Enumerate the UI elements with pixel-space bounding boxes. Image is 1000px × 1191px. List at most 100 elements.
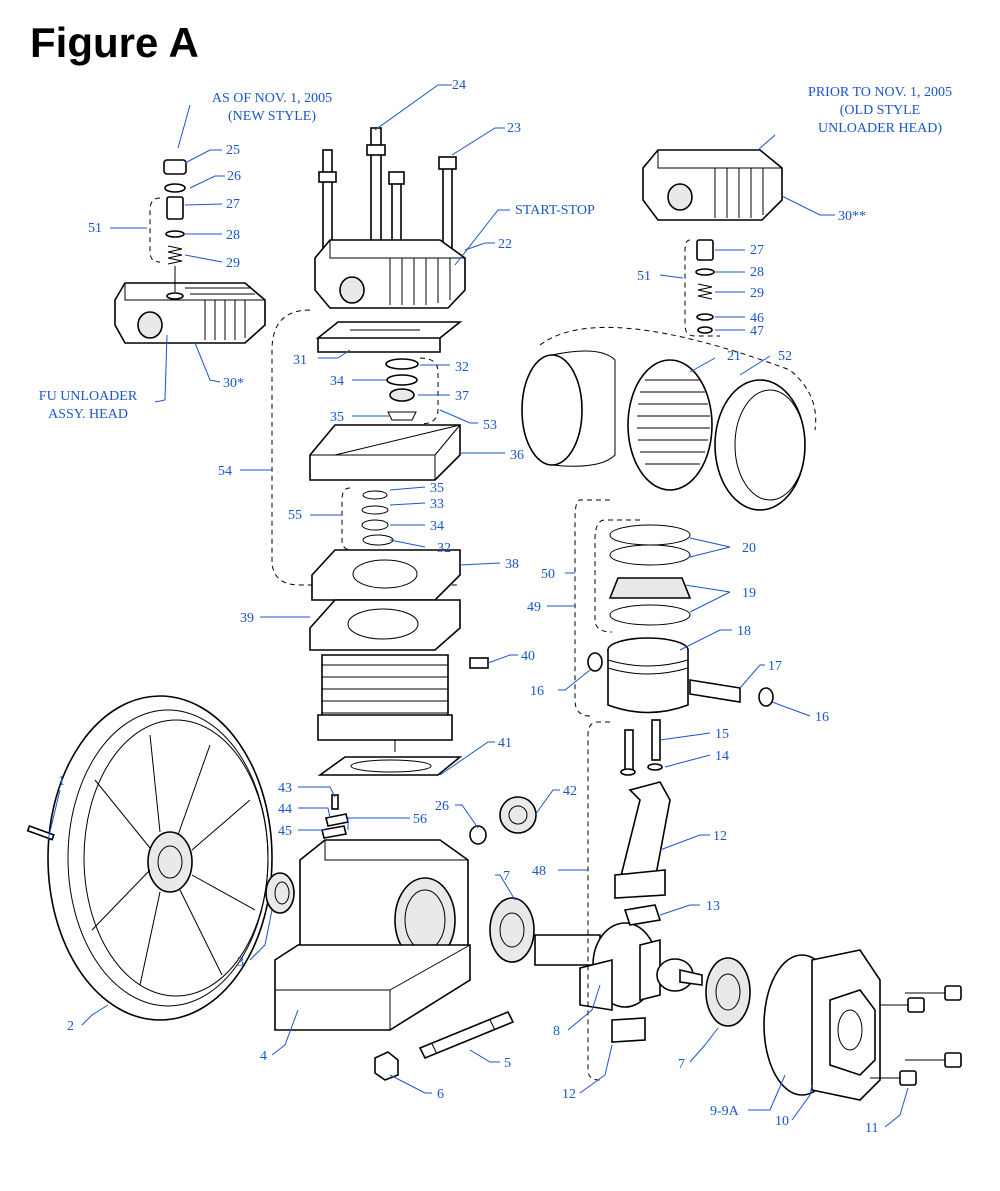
note-old-style-1: PRIOR TO NOV. 1, 2005 [808,85,952,100]
callout-22: 22 [498,237,512,252]
note-old-style-2: (OLD STYLE [840,103,921,118]
callout-56: 56 [413,812,427,827]
callout-16-left: 16 [530,684,544,699]
callout-47: 47 [750,324,764,339]
note-fu-head-2: ASSY. HEAD [48,407,128,422]
callout-51: 51 [88,221,102,236]
piston-rings [574,499,692,717]
callout-17: 17 [768,659,782,674]
callout-9-9a: 9-9A [710,1104,740,1119]
callout-13: 13 [706,899,720,914]
callout-14: 14 [715,749,729,764]
gasket-and-shims [317,756,463,839]
figure-title: Figure A [30,19,199,66]
callout-2: 2 [67,1019,74,1034]
callout-24: 24 [452,78,466,93]
callout-28: 28 [226,228,240,243]
callout-5: 5 [504,1056,511,1071]
callout-28-right: 28 [750,265,764,280]
callout-3: 3 [237,955,244,970]
callout-23: 23 [507,121,521,136]
callout-46: 46 [750,311,764,326]
fu-unloader-head [114,282,266,344]
callout-33: 33 [430,497,444,512]
callout-32: 32 [455,360,469,375]
note-old-style-3: UNLOADER HEAD) [818,121,942,136]
oil-seal [265,872,295,914]
bearing-left [489,897,535,963]
piston-assembly [587,637,774,714]
leader-lines [47,84,909,1128]
callout-6: 6 [437,1087,444,1102]
note-fu-head-1: FU UNLOADER [39,389,138,404]
callout-34: 34 [330,374,344,389]
callout-45: 45 [278,824,292,839]
callout-20: 20 [742,541,756,556]
callout-36: 36 [510,448,524,463]
bearing-right [705,957,751,1027]
callout-7-left: 7 [503,869,510,884]
callout-1: 1 [58,774,65,789]
crankshaft [534,922,703,1011]
callout-10: 10 [775,1114,789,1129]
callout-4: 4 [260,1049,267,1064]
callout-42: 42 [563,784,577,799]
crankcase [274,839,471,1031]
connecting-rod [587,719,671,1081]
callout-35: 35 [330,410,344,425]
callout-12-upper: 12 [713,829,727,844]
callout-26-lower: 26 [435,799,449,814]
callout-44: 44 [278,802,292,817]
note-new-style-2: (NEW STYLE) [228,109,316,124]
callout-29: 29 [226,256,240,271]
callout-34-lower: 34 [430,519,444,534]
callout-40: 40 [521,649,535,664]
callout-39: 39 [240,611,254,626]
old-style-head [642,149,783,221]
callout-51-right: 51 [637,269,651,284]
callout-41: 41 [498,736,512,751]
cover-bolts [870,985,962,1086]
valve-plate-assembly [271,309,463,601]
note-start-stop: START-STOP [515,203,595,218]
callout-16-right: 16 [815,710,829,725]
breather-tube [418,1010,515,1060]
callout-27: 27 [226,197,240,212]
callout-38: 38 [505,557,519,572]
cylinder [309,599,489,752]
callout-49: 49 [527,600,541,615]
callout-31: 31 [293,353,307,368]
callout-29-right: 29 [750,286,764,301]
callout-15: 15 [715,727,729,742]
unloader-stack-right [684,239,720,337]
callout-48: 48 [532,864,546,879]
callout-25: 25 [226,143,240,158]
bearing-cover [763,949,881,1101]
callout-55: 55 [288,508,302,523]
callout-32-lower: 32 [437,541,451,556]
callout-11: 11 [865,1121,878,1136]
callout-52: 52 [778,349,792,364]
note-new-style-1: AS OF NOV. 1, 2005 [212,91,332,106]
callout-37: 37 [455,389,469,404]
air-filter [521,326,817,511]
callout-30-double-star: 30** [838,209,866,224]
unloader-stack-left [149,159,187,292]
center-head [314,127,466,309]
callout-8: 8 [553,1024,560,1039]
sight-glass [469,796,537,845]
callout-7-right: 7 [678,1057,685,1072]
callout-21: 21 [727,349,741,364]
flywheel-pulley [26,695,273,1021]
callout-12-lower: 12 [562,1087,576,1102]
callout-18: 18 [737,624,751,639]
callout-35-lower: 35 [430,481,444,496]
callout-30-star: 30* [223,376,244,391]
callout-53: 53 [483,418,497,433]
callout-54: 54 [218,464,232,479]
drain-plug [374,1051,399,1081]
callout-27-right: 27 [750,243,764,258]
callout-19: 19 [742,586,756,601]
